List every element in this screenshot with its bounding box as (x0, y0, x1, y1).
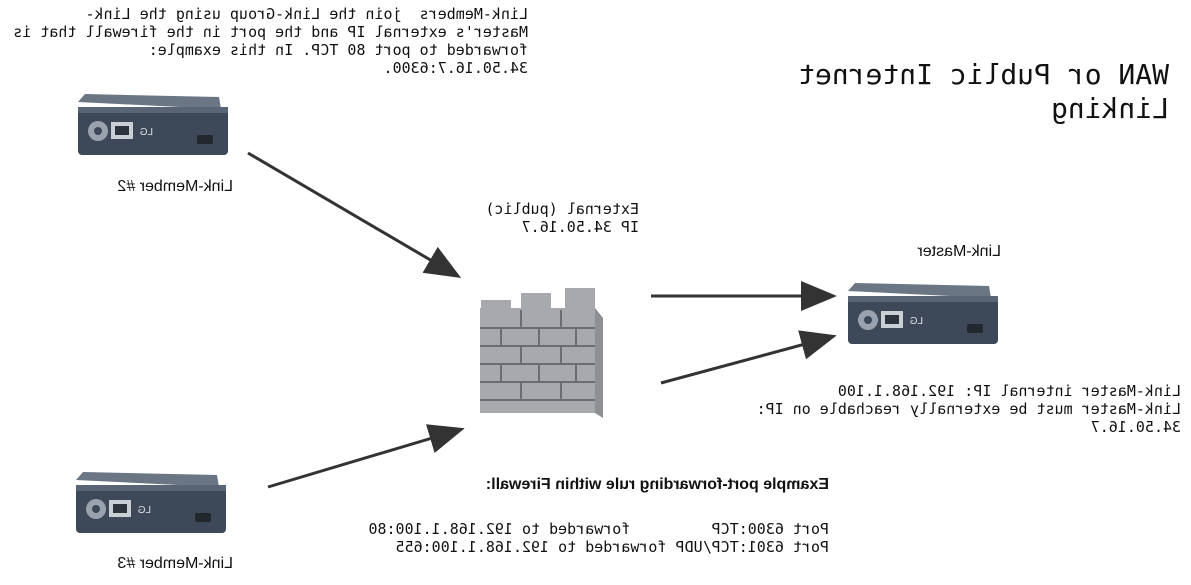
join-note: Link-Members join the Link-Group using t… (13, 5, 528, 77)
brand-label: LG (139, 127, 153, 138)
rule-heading: Example port-forwarding rule within Fire… (485, 476, 829, 493)
arrow-firewall-to-master-bottom (660, 330, 837, 385)
link-master-device: LG (848, 283, 998, 344)
rule-lines: Port 6300:TCP forwarded to 192.168.1.100… (368, 520, 829, 556)
link-member-3-device: LG (76, 472, 226, 533)
link-master-label: Link-Master (917, 243, 1001, 260)
firewall-external-label: External (public)IP 34.50.16.7 (485, 200, 639, 236)
brand-label: LG (137, 505, 151, 516)
link-member-2-label: Link-Member #2 (117, 178, 233, 195)
link-member-3-label: Link-Member #3 (117, 555, 233, 572)
link-member-2-device: LG (78, 94, 228, 155)
arrow-member2-to-firewall (247, 151, 462, 279)
brand-label: LG (909, 316, 923, 327)
firewall-icon (480, 288, 603, 418)
arrow-member3-to-firewall (267, 424, 465, 489)
